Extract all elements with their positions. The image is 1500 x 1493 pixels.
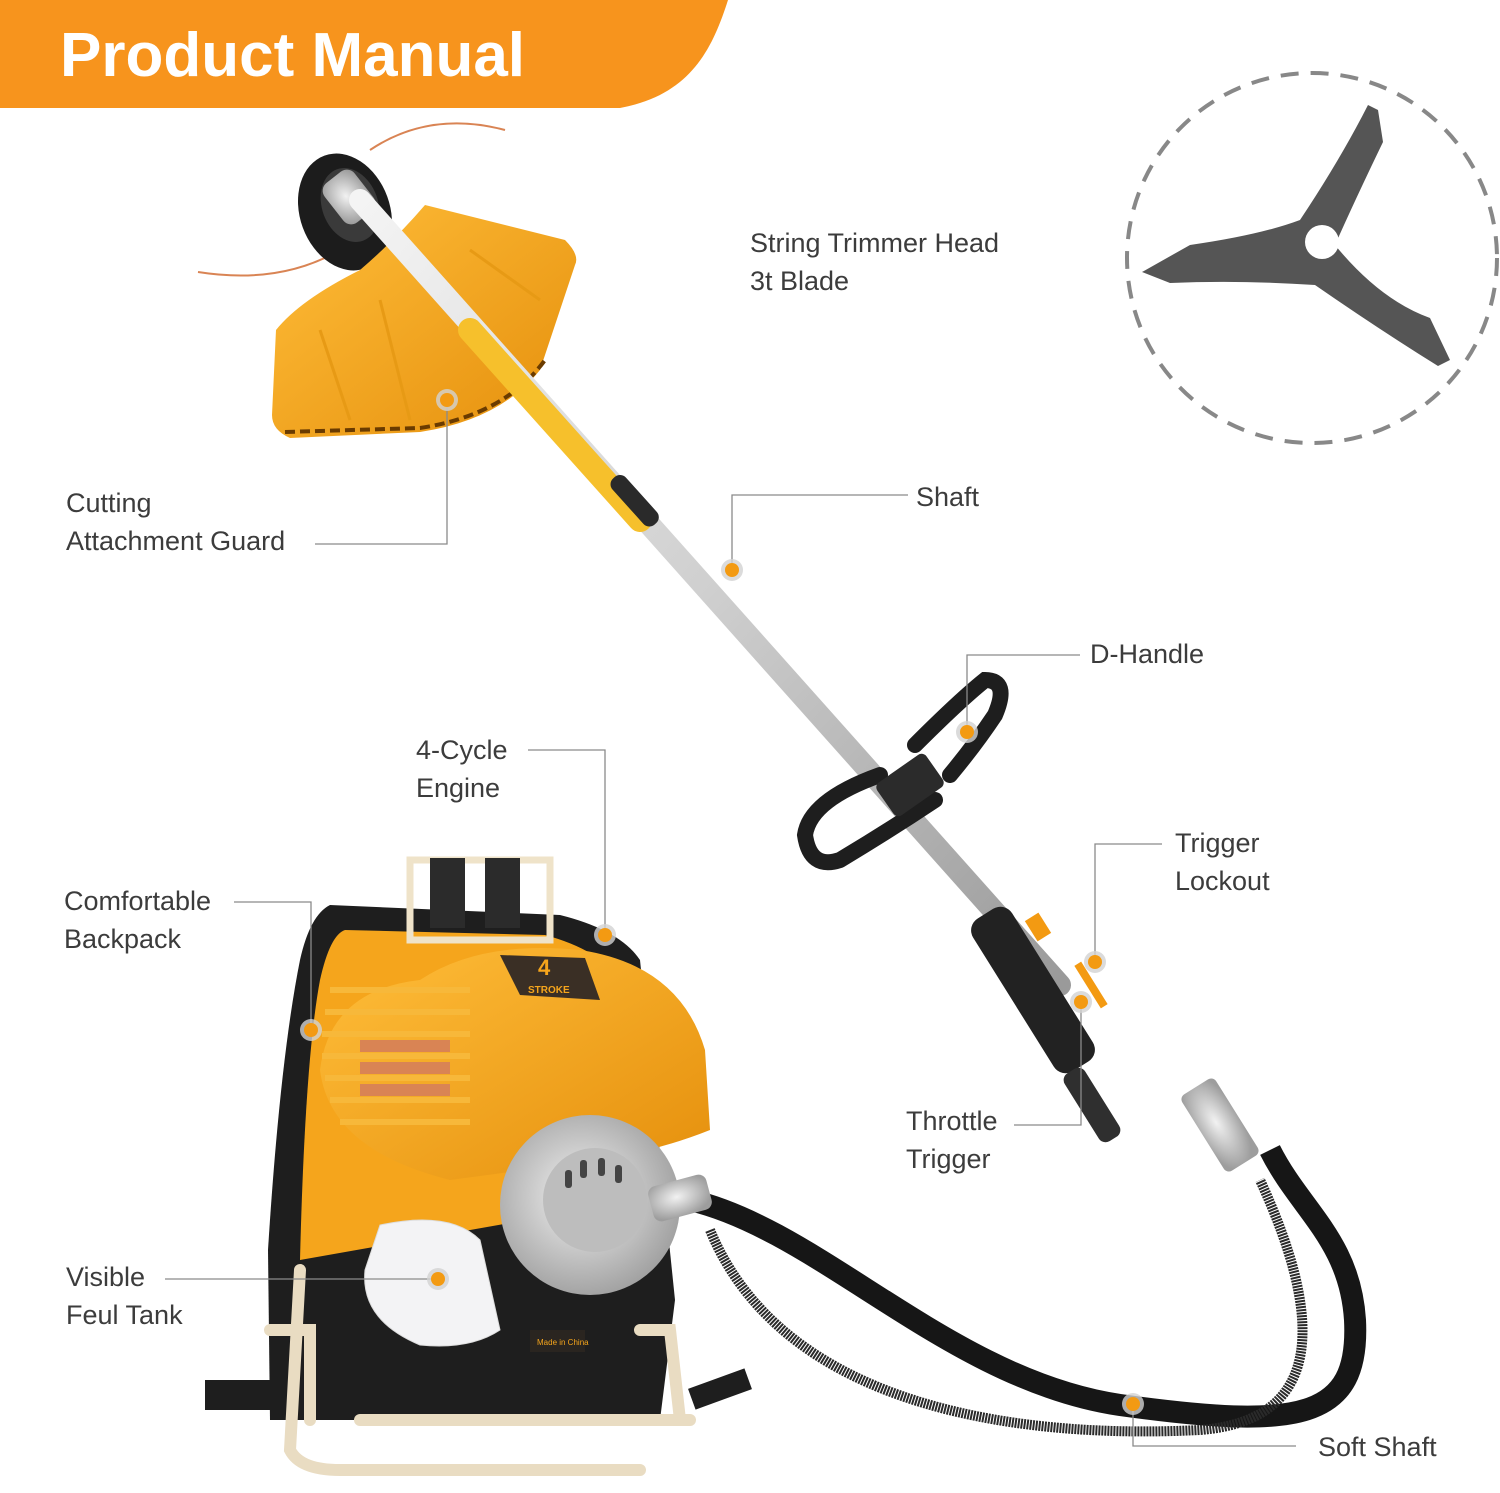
callout-guard-line2: Attachment Guard bbox=[66, 526, 286, 556]
leader-lines bbox=[165, 400, 1296, 1447]
callout-throttle-trigger-line1: Throttle bbox=[906, 1106, 998, 1136]
callout-guard: Cutting Attachment Guard bbox=[66, 484, 285, 560]
callout-fuel-tank: Visible Feul Tank bbox=[66, 1258, 183, 1334]
callout-shaft: Shaft bbox=[916, 478, 979, 516]
guard-marker-dot bbox=[440, 393, 454, 407]
shaft-marker-dot bbox=[725, 563, 739, 577]
callout-backpack-line2: Backpack bbox=[64, 924, 182, 954]
header-banner bbox=[0, 0, 728, 108]
callout-backpack-line1: Comfortable bbox=[64, 886, 212, 916]
throttle-grip bbox=[971, 906, 1259, 1172]
callout-engine-line2: Engine bbox=[416, 773, 501, 803]
backpack-marker-dot bbox=[304, 1023, 318, 1037]
callout-throttle-trigger: Throttle Trigger bbox=[906, 1102, 998, 1178]
callout-d-handle: D-Handle bbox=[1090, 635, 1204, 673]
engine-marker-dot bbox=[598, 928, 612, 942]
inset-caption-line2: 3t Blade bbox=[750, 266, 850, 296]
callout-soft-shaft-line1: Soft Shaft bbox=[1318, 1432, 1437, 1462]
svg-text:STROKE: STROKE bbox=[528, 985, 570, 996]
engine-badge-number: 4 bbox=[538, 955, 551, 980]
callout-engine-line1: 4-Cycle bbox=[416, 735, 508, 765]
fuel-tank-marker-dot bbox=[431, 1272, 445, 1286]
soft-shaft-marker-dot bbox=[1126, 1397, 1140, 1411]
callout-shaft-line1: Shaft bbox=[916, 482, 980, 512]
page-title: Product Manual bbox=[60, 21, 526, 90]
callout-guard-line1: Cutting bbox=[66, 488, 152, 518]
svg-text:Made in China: Made in China bbox=[537, 1338, 589, 1347]
frame bbox=[264, 1264, 696, 1476]
callout-trigger-lockout-line1: Trigger bbox=[1175, 828, 1260, 858]
throttle-trigger-marker-dot bbox=[1074, 995, 1088, 1009]
inset-caption: String Trimmer Head 3t Blade bbox=[750, 224, 999, 300]
blade-inset bbox=[1125, 71, 1499, 445]
engine: 4 STROKE bbox=[320, 948, 712, 1295]
callout-fuel-tank-line1: Visible bbox=[66, 1262, 146, 1292]
callout-trigger-lockout-line2: Lockout bbox=[1175, 866, 1270, 896]
d-handle bbox=[796, 671, 1009, 871]
callout-backpack: Comfortable Backpack bbox=[64, 882, 211, 958]
callout-throttle-trigger-line2: Trigger bbox=[906, 1144, 991, 1174]
callout-fuel-tank-line2: Feul Tank bbox=[66, 1300, 183, 1330]
trigger-lockout-marker-dot bbox=[1088, 955, 1102, 969]
trimmer-head bbox=[297, 153, 393, 271]
callout-soft-shaft: Soft Shaft bbox=[1318, 1428, 1437, 1466]
callout-engine: 4-Cycle Engine bbox=[416, 731, 508, 807]
callout-d-handle-line1: D-Handle bbox=[1090, 639, 1205, 669]
d-handle-marker-dot bbox=[960, 725, 974, 739]
callout-trigger-lockout: Trigger Lockout bbox=[1175, 824, 1270, 900]
inset-caption-line1: String Trimmer Head bbox=[750, 228, 1000, 258]
